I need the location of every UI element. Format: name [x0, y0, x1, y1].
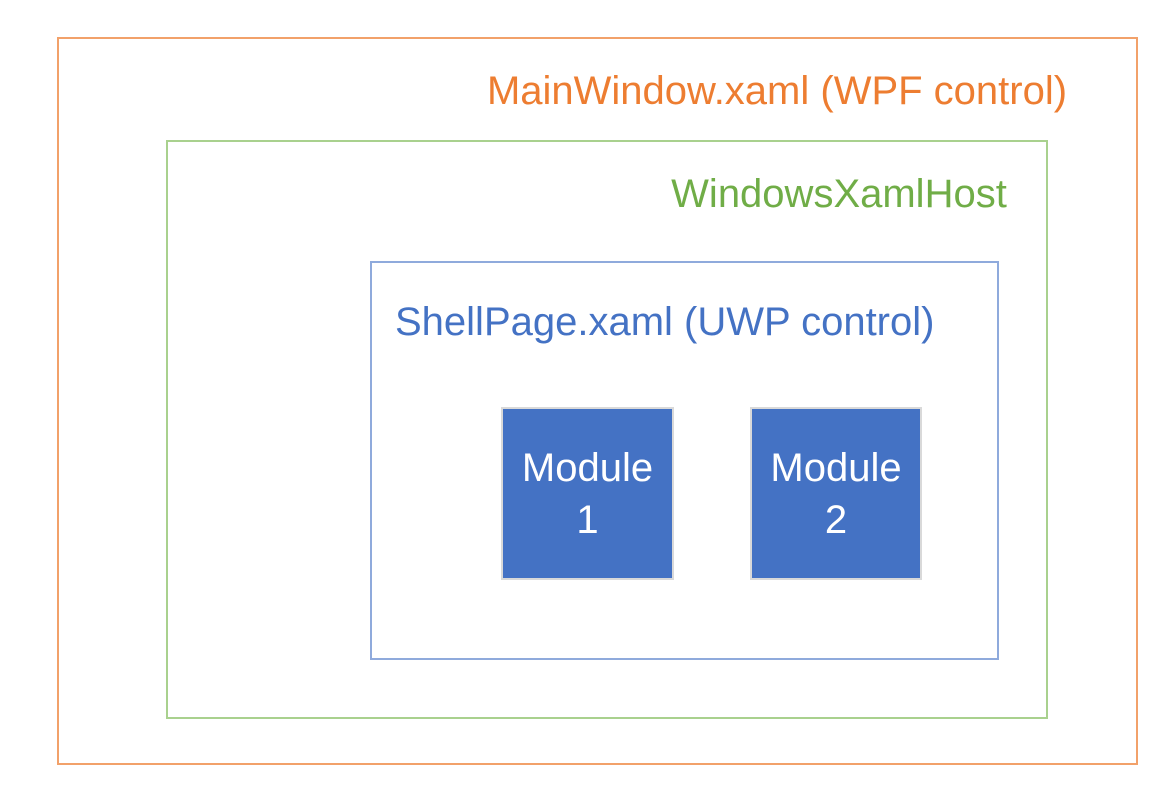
module-1-box: Module 1	[501, 407, 674, 580]
windowsxamlhost-label: WindowsXamlHost	[671, 172, 1007, 216]
shellpage-label: ShellPage.xaml (UWP control)	[395, 300, 935, 344]
module-1-name: Module	[521, 445, 654, 490]
module-2-box: Module 2	[750, 407, 922, 580]
shellpage-box: ShellPage.xaml (UWP control) Module 1 Mo…	[370, 261, 999, 660]
module-1-number: 1	[576, 497, 599, 542]
module-2-number: 2	[824, 497, 848, 542]
mainwindow-label: MainWindow.xaml (WPF control)	[486, 69, 1068, 113]
module-2-name: Module	[770, 445, 902, 490]
mainwindow-box: MainWindow.xaml (WPF control) WindowsXam…	[57, 37, 1138, 765]
windowsxamlhost-box: WindowsXamlHost ShellPage.xaml (UWP cont…	[166, 140, 1048, 719]
